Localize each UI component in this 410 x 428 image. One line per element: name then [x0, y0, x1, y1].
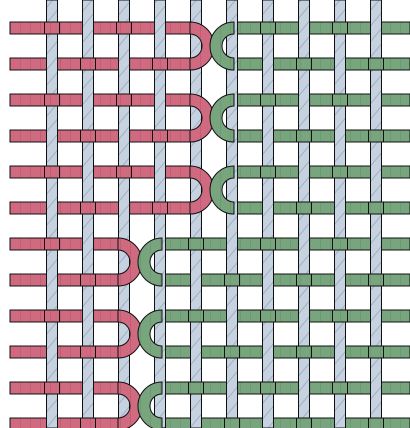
- under-layer: [10, 22, 410, 428]
- left-strand-crossing: [153, 58, 168, 70]
- right-strand-crossing: [225, 346, 240, 358]
- left-strand-crossing: [153, 130, 168, 142]
- left-strand-crossing: [81, 346, 96, 358]
- vertical-strand: [119, 0, 130, 428]
- right-strand-crossing: [333, 382, 348, 394]
- right-strand-crossing: [369, 346, 384, 358]
- right-strand-crossing: [369, 58, 384, 70]
- right-strand-crossing: [369, 274, 384, 286]
- vertical-strand: [263, 0, 274, 428]
- left-strand-crossing: [45, 166, 60, 178]
- right-strand-crossing: [189, 310, 204, 322]
- right-strand-crossing: [333, 166, 348, 178]
- over-layer: [45, 22, 384, 428]
- left-strand-crossing: [81, 130, 96, 142]
- left-strand-crossing: [45, 94, 60, 106]
- right-strand-crossing: [333, 310, 348, 322]
- left-strand-crossing: [117, 94, 132, 106]
- right-strand-crossing: [189, 238, 204, 250]
- left-strand-band: [10, 274, 118, 286]
- left-strand-band: [10, 346, 118, 358]
- right-strand-crossing: [225, 274, 240, 286]
- right-strand-crossing: [261, 94, 276, 106]
- left-strand-crossing: [45, 310, 60, 322]
- left-strand-crossing: [153, 202, 168, 214]
- left-strand-crossing: [45, 238, 60, 250]
- left-strand-crossing: [81, 274, 96, 286]
- right-strand-crossing: [297, 346, 312, 358]
- right-strand-crossing: [369, 130, 384, 142]
- left-strand-crossing: [81, 418, 96, 428]
- right-strand-crossing: [261, 382, 276, 394]
- right-strand-crossing: [297, 58, 312, 70]
- right-strand-crossing: [261, 22, 276, 34]
- left-strand-band: [10, 418, 118, 428]
- right-strand-crossing: [297, 130, 312, 142]
- left-strand-crossing: [117, 22, 132, 34]
- left-strand-crossing: [81, 202, 96, 214]
- right-strand-crossing: [369, 418, 384, 428]
- left-strand-band: [10, 238, 118, 250]
- right-strand-crossing: [189, 382, 204, 394]
- vertical-strand: [335, 0, 346, 428]
- vertical-strand: [47, 0, 58, 428]
- right-strand-crossing: [333, 94, 348, 106]
- left-strand-crossing: [117, 166, 132, 178]
- right-strand-crossing: [225, 418, 240, 428]
- right-strand-crossing: [261, 238, 276, 250]
- right-strand-crossing: [261, 166, 276, 178]
- left-strand-crossing: [45, 382, 60, 394]
- left-strand-crossing: [45, 22, 60, 34]
- left-strand-band: [10, 310, 118, 322]
- right-strand-crossing: [297, 418, 312, 428]
- right-strand-crossing: [333, 22, 348, 34]
- right-strand-crossing: [369, 202, 384, 214]
- right-strand-crossing: [261, 310, 276, 322]
- right-strand-crossing: [297, 202, 312, 214]
- right-strand-crossing: [297, 274, 312, 286]
- left-strand-band: [10, 382, 118, 394]
- left-strand-crossing: [81, 58, 96, 70]
- right-strand-crossing: [333, 238, 348, 250]
